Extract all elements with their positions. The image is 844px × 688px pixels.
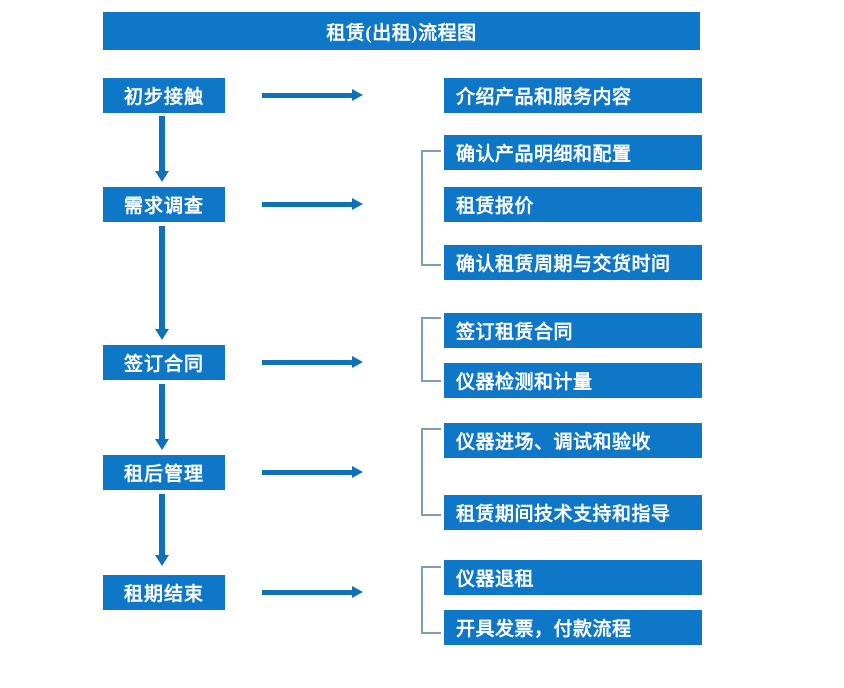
flow-arrow-down-3 [155, 384, 169, 450]
detail-node-2-1[interactable]: 确认产品明细和配置 [444, 135, 702, 170]
arrow-head [352, 586, 363, 598]
stage-node-2[interactable]: 需求调查 [103, 187, 225, 222]
arrow-head [352, 198, 363, 210]
arrow-head [155, 171, 169, 182]
detail-node-3-2[interactable]: 仪器检测和计量 [444, 363, 702, 398]
detail-node-2-3[interactable]: 确认租赁周期与交货时间 [444, 245, 702, 280]
detail-node-5-2[interactable]: 开具发票，付款流程 [444, 610, 702, 645]
arrow-shaft [262, 590, 352, 595]
detail-node-4-2[interactable]: 租赁期间技术支持和指导 [444, 495, 702, 530]
arrow-head [155, 555, 169, 566]
group-bracket-2 [421, 150, 441, 266]
stage-node-5[interactable]: 租期结束 [103, 575, 225, 610]
detail-node-5-1[interactable]: 仪器退租 [444, 560, 702, 595]
flow-arrow-down-1 [155, 116, 169, 182]
arrow-head [155, 329, 169, 340]
flow-arrow-right-1 [262, 89, 363, 101]
detail-node-2-2[interactable]: 租赁报价 [444, 187, 702, 222]
arrow-head [352, 356, 363, 368]
stage-node-3[interactable]: 签订合同 [103, 345, 225, 380]
arrow-head [352, 89, 363, 101]
arrow-shaft [159, 226, 165, 329]
stage-node-1[interactable]: 初步接触 [103, 78, 225, 113]
flow-arrow-right-5 [262, 586, 363, 598]
group-bracket-5 [421, 566, 441, 634]
detail-node-3-1[interactable]: 签订租赁合同 [444, 313, 702, 348]
page-title: 租赁(出租)流程图 [103, 12, 700, 50]
arrow-shaft [262, 202, 352, 207]
arrow-shaft [159, 116, 165, 171]
group-bracket-3 [421, 317, 441, 382]
arrow-shaft [262, 360, 352, 365]
arrow-head [352, 466, 363, 478]
flow-arrow-right-4 [262, 466, 363, 478]
flow-arrow-right-3 [262, 356, 363, 368]
arrow-shaft [159, 384, 165, 439]
arrow-shaft [262, 93, 352, 98]
group-bracket-4 [421, 428, 441, 516]
arrow-shaft [262, 470, 352, 475]
detail-node-4-1[interactable]: 仪器进场、调试和验收 [444, 423, 702, 458]
arrow-head [155, 439, 169, 450]
arrow-shaft [159, 494, 165, 555]
flow-arrow-down-4 [155, 494, 169, 566]
flow-arrow-right-2 [262, 198, 363, 210]
stage-node-4[interactable]: 租后管理 [103, 455, 225, 490]
flow-arrow-down-2 [155, 226, 169, 340]
detail-node-1-1[interactable]: 介绍产品和服务内容 [444, 78, 702, 113]
